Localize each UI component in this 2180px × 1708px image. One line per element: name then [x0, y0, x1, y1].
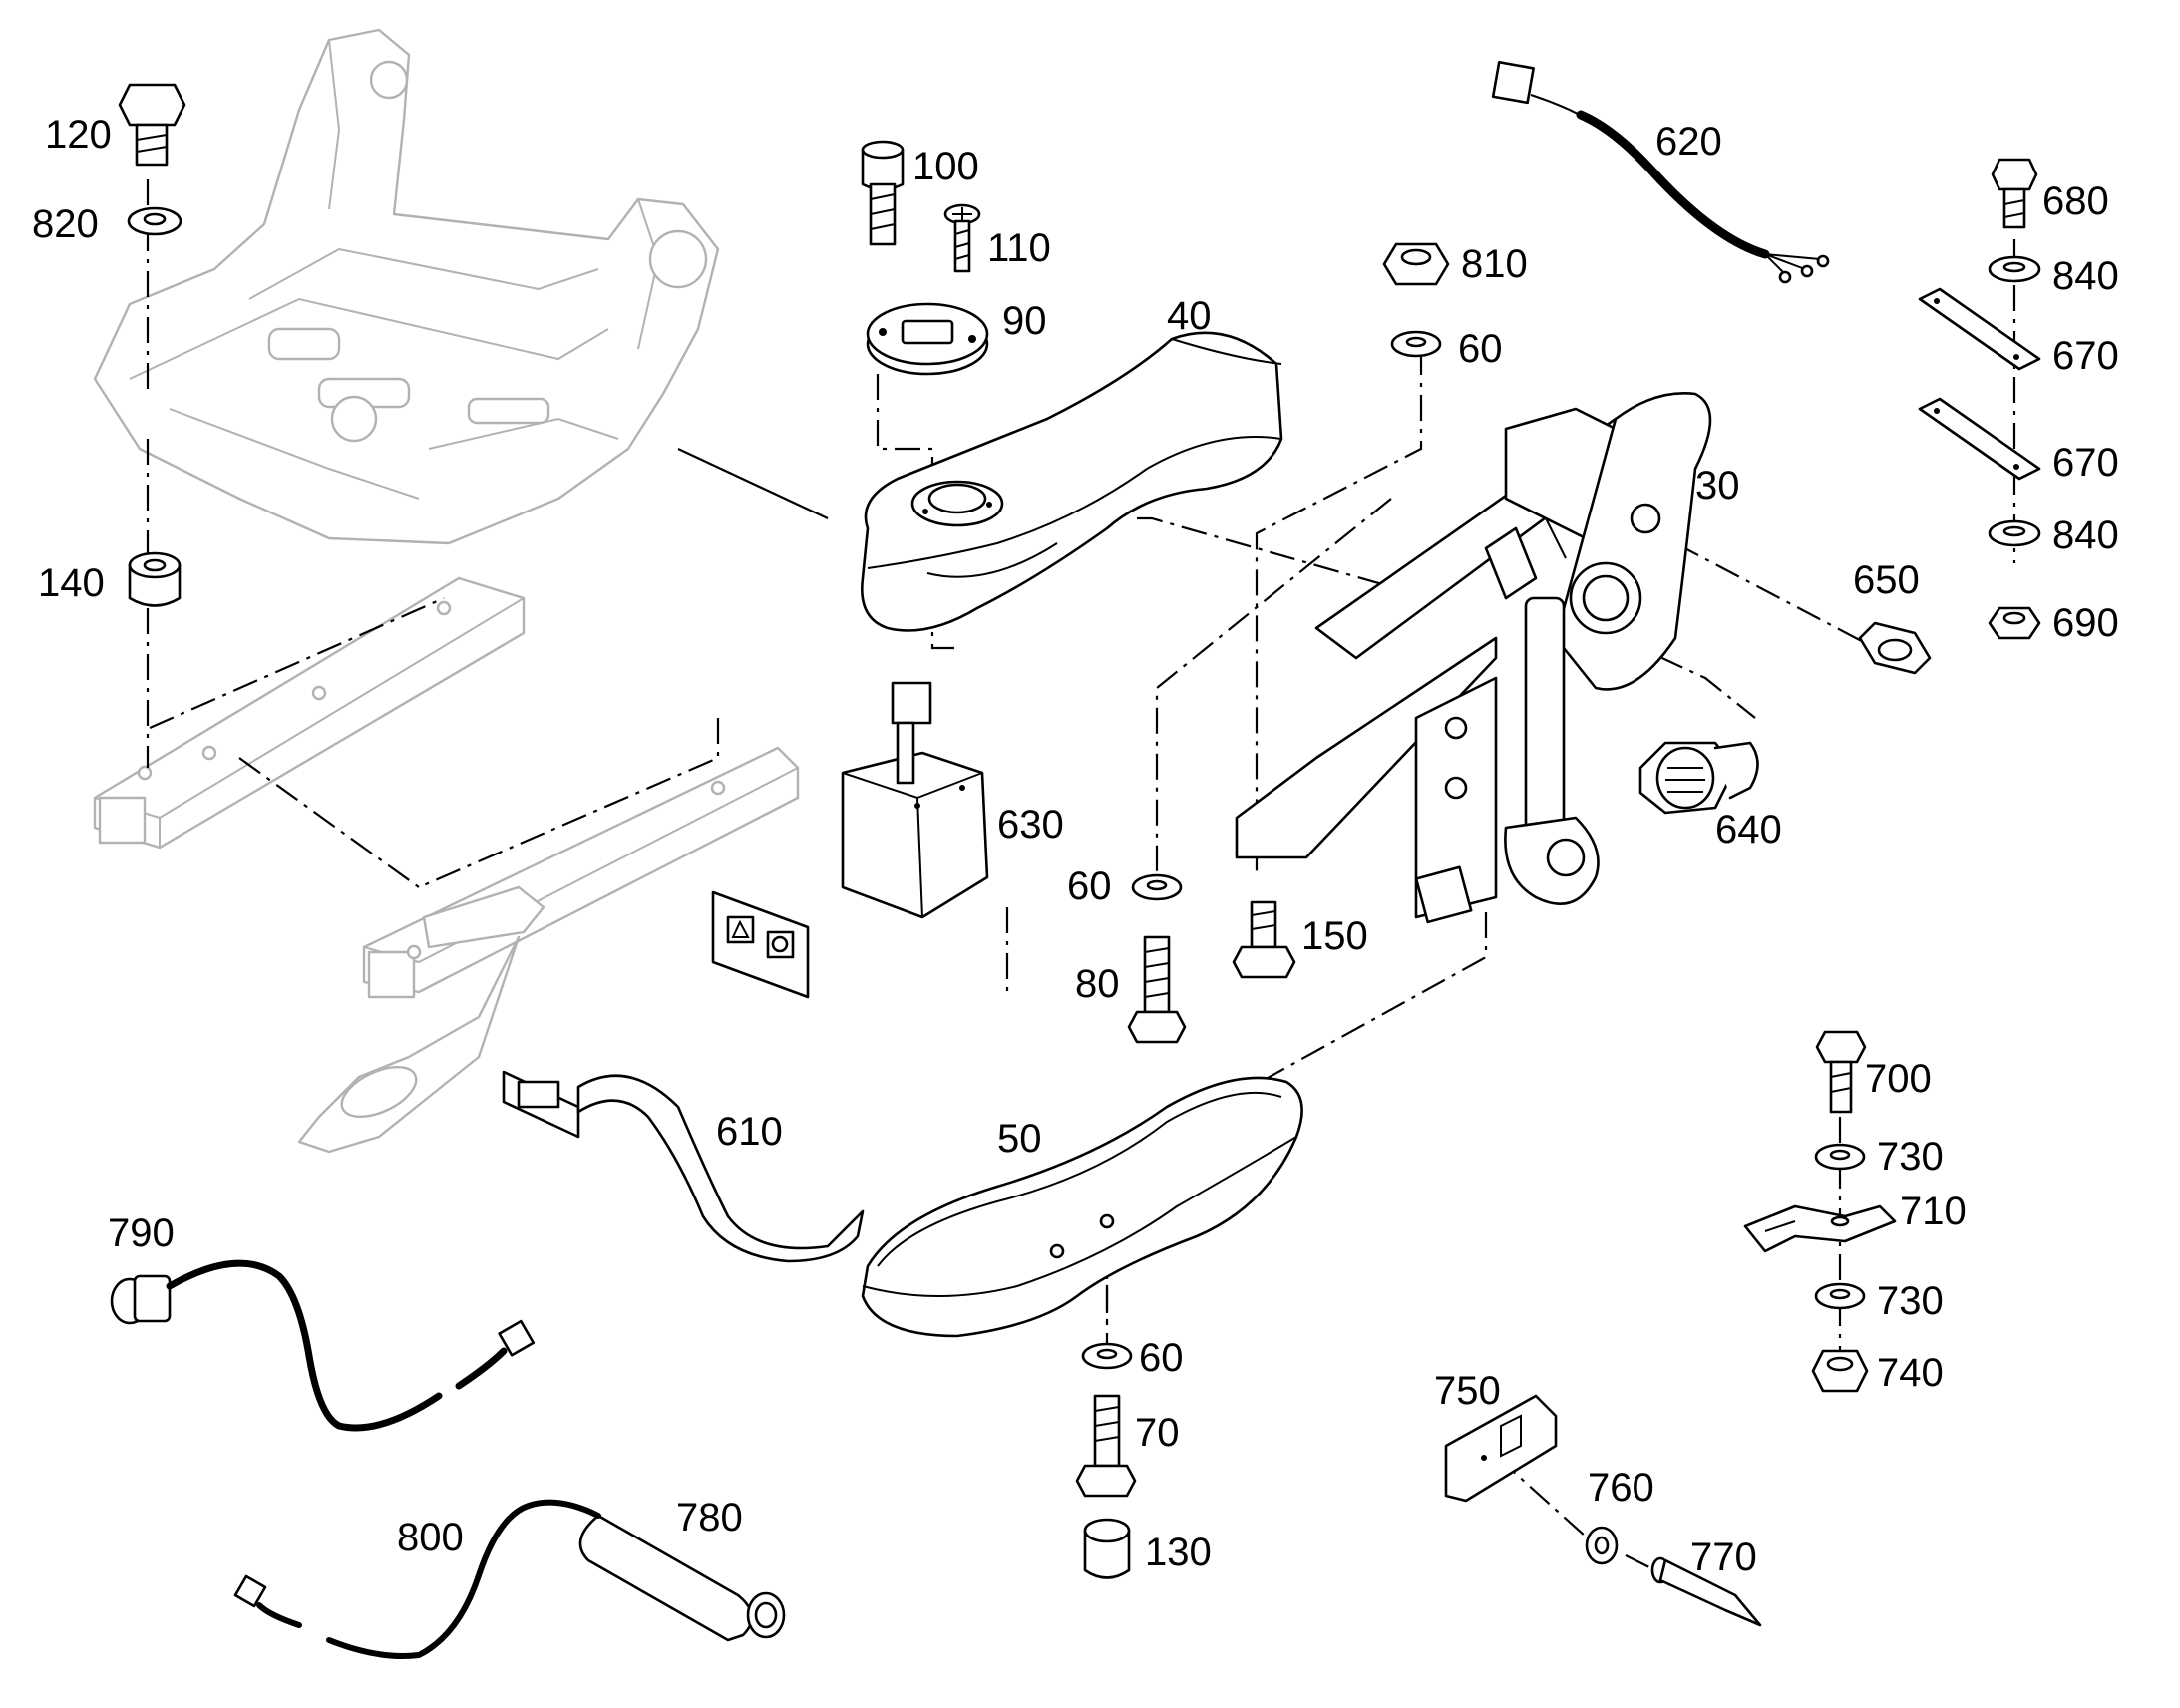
- bracket-710: [1743, 1204, 1897, 1253]
- bolt-150: [1232, 900, 1296, 979]
- callout-610: 610: [716, 1110, 783, 1154]
- callout-90: 90: [1002, 299, 1047, 343]
- callout-780: 780: [676, 1496, 743, 1539]
- bracket-30: [1235, 392, 1712, 924]
- bolt-700: [1815, 1030, 1867, 1114]
- gland-640: [1638, 741, 1759, 815]
- nut-650: [1858, 621, 1932, 675]
- washer-840-top: [1988, 255, 2041, 283]
- bolt-70: [1075, 1394, 1137, 1498]
- spacer-140: [128, 551, 182, 607]
- callout-60-bottom: 60: [1139, 1336, 1184, 1380]
- callout-730-top: 730: [1877, 1135, 1944, 1179]
- callout-770: 770: [1690, 1536, 1757, 1579]
- callout-670-bottom: 670: [2052, 441, 2119, 485]
- callout-790: 790: [108, 1211, 175, 1255]
- cap-130: [1083, 1518, 1131, 1579]
- nut-690: [1988, 606, 2041, 640]
- bolt-120: [118, 83, 186, 167]
- switch-box-630: [841, 681, 989, 919]
- callout-110: 110: [987, 226, 1051, 270]
- callout-60-top: 60: [1458, 327, 1503, 371]
- armrest-top-40: [861, 331, 1283, 632]
- callout-670-top: 670: [2052, 334, 2119, 378]
- screw-100: [861, 140, 905, 246]
- pin-770: [1650, 1556, 1762, 1627]
- seat-frame: [93, 28, 720, 545]
- callout-50: 50: [997, 1117, 1042, 1161]
- callout-810: 810: [1461, 242, 1528, 286]
- callout-840-top: 840: [2052, 254, 2119, 298]
- nut-810: [1382, 242, 1450, 286]
- callout-710: 710: [1900, 1190, 1967, 1233]
- callout-150: 150: [1301, 914, 1368, 958]
- cable-800: [233, 1499, 601, 1659]
- washer-730-bottom: [1814, 1282, 1866, 1310]
- callout-650: 650: [1853, 558, 1920, 602]
- bar-670-top: [1918, 287, 2041, 371]
- callout-680: 680: [2042, 179, 2109, 223]
- callout-800: 800: [397, 1516, 464, 1559]
- callout-120: 120: [45, 113, 112, 157]
- callout-690: 690: [2052, 601, 2119, 645]
- plate-90: [866, 302, 989, 376]
- callout-740: 740: [1877, 1351, 1944, 1395]
- washer-840-bottom: [1988, 519, 2041, 547]
- screw-110: [943, 203, 981, 273]
- callout-40: 40: [1167, 294, 1212, 338]
- callout-730-bottom: 730: [1877, 1279, 1944, 1323]
- armrest-base-50: [861, 1076, 1303, 1338]
- clip-750: [1444, 1394, 1558, 1503]
- callout-80: 80: [1075, 962, 1120, 1006]
- callout-130: 130: [1145, 1531, 1212, 1574]
- callout-820: 820: [32, 202, 99, 246]
- bar-670-bottom: [1918, 397, 2041, 481]
- callout-labels: 120 820 140 100 110 90 40 630 620 810 60…: [32, 113, 2119, 1579]
- callout-60-mid: 60: [1067, 864, 1112, 908]
- bolt-80: [1127, 935, 1187, 1044]
- washer-60-top: [1390, 330, 1442, 358]
- washer-60-bottom: [1081, 1342, 1133, 1370]
- ribbon-cable-610: [502, 1070, 865, 1263]
- callout-140: 140: [38, 561, 105, 605]
- washer-760: [1585, 1526, 1619, 1565]
- callout-620: 620: [1655, 120, 1722, 164]
- washer-820: [127, 206, 182, 236]
- nut-740: [1811, 1349, 1869, 1393]
- callout-70: 70: [1135, 1411, 1180, 1455]
- sensor-780: [578, 1514, 786, 1642]
- callout-840-bottom: 840: [2052, 513, 2119, 557]
- seat-rails: [93, 576, 800, 1154]
- bolt-680: [1991, 158, 2038, 229]
- callout-750: 750: [1434, 1369, 1501, 1413]
- callout-100: 100: [912, 145, 979, 188]
- cable-790: [110, 1259, 536, 1432]
- callout-640: 640: [1715, 808, 1782, 852]
- callout-700: 700: [1865, 1057, 1932, 1101]
- cable-620: [1491, 61, 1830, 284]
- label-plate: [711, 890, 810, 999]
- washer-60-mid: [1131, 873, 1183, 901]
- washer-730-top: [1814, 1143, 1866, 1171]
- callout-760: 760: [1588, 1466, 1654, 1510]
- callout-30: 30: [1695, 464, 1740, 508]
- callout-630: 630: [997, 803, 1064, 847]
